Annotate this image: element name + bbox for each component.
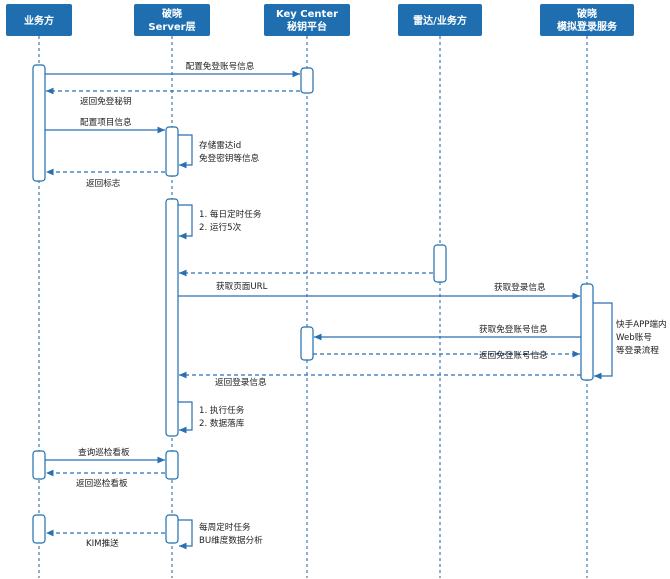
- activation-kc-2: [300, 326, 314, 361]
- participant-server-line-1: 破晓: [162, 7, 182, 20]
- activation-server-2: [165, 198, 179, 437]
- participant-radar-line-1: 雷达/业务方: [413, 14, 467, 27]
- participant-server: 破晓 Server层: [134, 4, 210, 36]
- participant-kc: Key Center 秘钥平台: [264, 4, 350, 36]
- activation-sim-1: [580, 283, 594, 381]
- participant-sim-line-2: 模拟登录服务: [557, 20, 618, 33]
- message-m14-arrow: [178, 401, 193, 434]
- participant-server-line-2: Server层: [148, 21, 195, 33]
- message-m4-label-line-1: 存储雷达id: [199, 139, 241, 151]
- message-m2-label: 返回免登秘钥: [80, 95, 132, 107]
- message-m8-label: 获取页面URL: [216, 281, 268, 292]
- message-m4-label-line-2: 免登密钥等信息: [199, 152, 260, 164]
- message-m18-label: KIM推送: [86, 537, 119, 549]
- activation-server-3: [165, 450, 179, 480]
- activation-kc-1: [300, 67, 314, 94]
- message-m13-label: 返回登录信息: [215, 376, 267, 388]
- message-m6-label-line-2: 2. 运行5次: [199, 221, 242, 233]
- participant-sim: 破晓 模拟登录服务: [540, 4, 634, 36]
- message-m14-label-line-2: 2. 数据落库: [199, 417, 245, 429]
- message-m12-label: 返回免登账号信息: [479, 349, 548, 361]
- message-m17-label-line-1: 每周定时任务: [199, 521, 251, 533]
- message-m9-label: 获取登录信息: [494, 281, 546, 293]
- activation-biz-2: [32, 450, 46, 480]
- activation-biz-3: [32, 514, 46, 544]
- message-m10-label-line-3: 等登录流程: [616, 344, 659, 356]
- participant-kc-line-2: 秘钥平台: [287, 20, 327, 33]
- activation-server-4: [165, 514, 179, 544]
- activation-radar-1: [433, 244, 447, 283]
- message-m11-label: 获取免登账号信息: [479, 323, 548, 335]
- message-m10-label-line-2: Web账号: [616, 332, 652, 343]
- message-m10-label-line-1: 快手APP端内: [616, 318, 667, 330]
- participant-biz: 业务方: [6, 4, 72, 36]
- participant-biz-line-1: 业务方: [24, 14, 54, 27]
- message-m14-label-line-1: 1. 执行任务: [199, 404, 245, 416]
- message-m17-label-line-2: BU维度数据分析: [199, 534, 263, 546]
- activation-server-1: [165, 126, 179, 177]
- message-m16-label: 返回巡检看板: [76, 477, 128, 489]
- participant-kc-line-1: Key Center: [276, 9, 338, 20]
- messages: [45, 70, 613, 550]
- participant-sim-line-1: 破晓: [577, 7, 597, 20]
- participant-headers: 业务方 破晓 Server层 Key Center 秘钥平台 雷达/业务方 破晓…: [6, 4, 634, 36]
- activations: [32, 64, 594, 544]
- participant-radar: 雷达/业务方: [398, 4, 482, 36]
- message-m3-label: 配置项目信息: [80, 116, 132, 128]
- message-m15-label: 查询巡检看板: [78, 446, 130, 458]
- message-m1-label: 配置免登账号信息: [186, 60, 255, 72]
- message-labels: 配置免登账号信息 返回免登秘钥 配置项目信息 存储雷达id 免登密钥等信息 返回…: [76, 60, 667, 549]
- message-m10-arrow: [593, 302, 613, 380]
- message-m5-label: 返回标志: [86, 177, 121, 189]
- message-m6-label-line-1: 1. 每日定时任务: [199, 208, 262, 220]
- activation-biz-1: [32, 64, 46, 182]
- message-m17-arrow: [178, 519, 193, 550]
- message-m4-arrow: [178, 134, 193, 169]
- message-m6-arrow: [178, 204, 193, 240]
